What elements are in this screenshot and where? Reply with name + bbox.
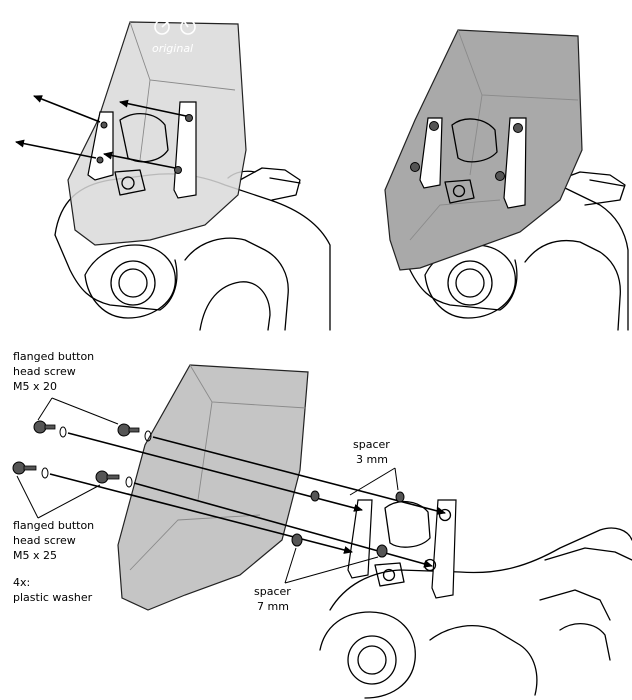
bracket-left-1 [87, 111, 114, 181]
fastener-row-4 [95, 470, 433, 568]
label-spacer-3mm: spacer 3 mm [353, 438, 393, 466]
panel-exploded: flanged button head screw M5 x 20 flange… [12, 350, 632, 699]
screw-m5x25-a [12, 461, 37, 475]
screw-m5x20-b [117, 423, 140, 437]
fastener-row-2 [117, 423, 446, 515]
spacer-3mm-a [310, 490, 320, 502]
spacer-7mm-a [291, 533, 303, 547]
logo-text: original [152, 42, 193, 55]
fastener-row-3 [12, 461, 353, 554]
label-screw-m5x25: flanged button head screw M5 x 25 [13, 519, 98, 562]
washer-4 [125, 476, 133, 488]
spacer-3mm-b [395, 491, 405, 503]
bracket-right-1 [173, 101, 197, 199]
original-logo: original [152, 17, 196, 55]
fastener-row-1 [33, 420, 363, 512]
washer-3 [41, 467, 49, 479]
bracket-left-3 [347, 499, 373, 579]
fairing-outline-3 [319, 527, 632, 699]
label-spacer-7mm: spacer 7 mm [254, 585, 294, 613]
screw-m5x25-b [95, 470, 120, 484]
windshield-light [67, 21, 247, 246]
bracket-left-2 [419, 117, 443, 189]
windshield-dark [384, 29, 583, 271]
removal-arrows [15, 95, 187, 169]
panel-installed [384, 29, 629, 331]
label-screw-m5x20: flanged button head screw M5 x 20 [13, 350, 98, 393]
washer-2 [144, 430, 152, 442]
panel-removal: original [15, 17, 331, 331]
washer-1 [59, 426, 67, 438]
label-washer: 4x: plastic washer [13, 576, 93, 604]
bracket-right-2 [503, 117, 527, 209]
windshield-exploded [117, 364, 309, 611]
leader-lines [16, 397, 399, 584]
bracket-right-3 [431, 499, 457, 599]
spacer-7mm-b [376, 544, 388, 558]
screw-m5x20-a [33, 420, 56, 434]
